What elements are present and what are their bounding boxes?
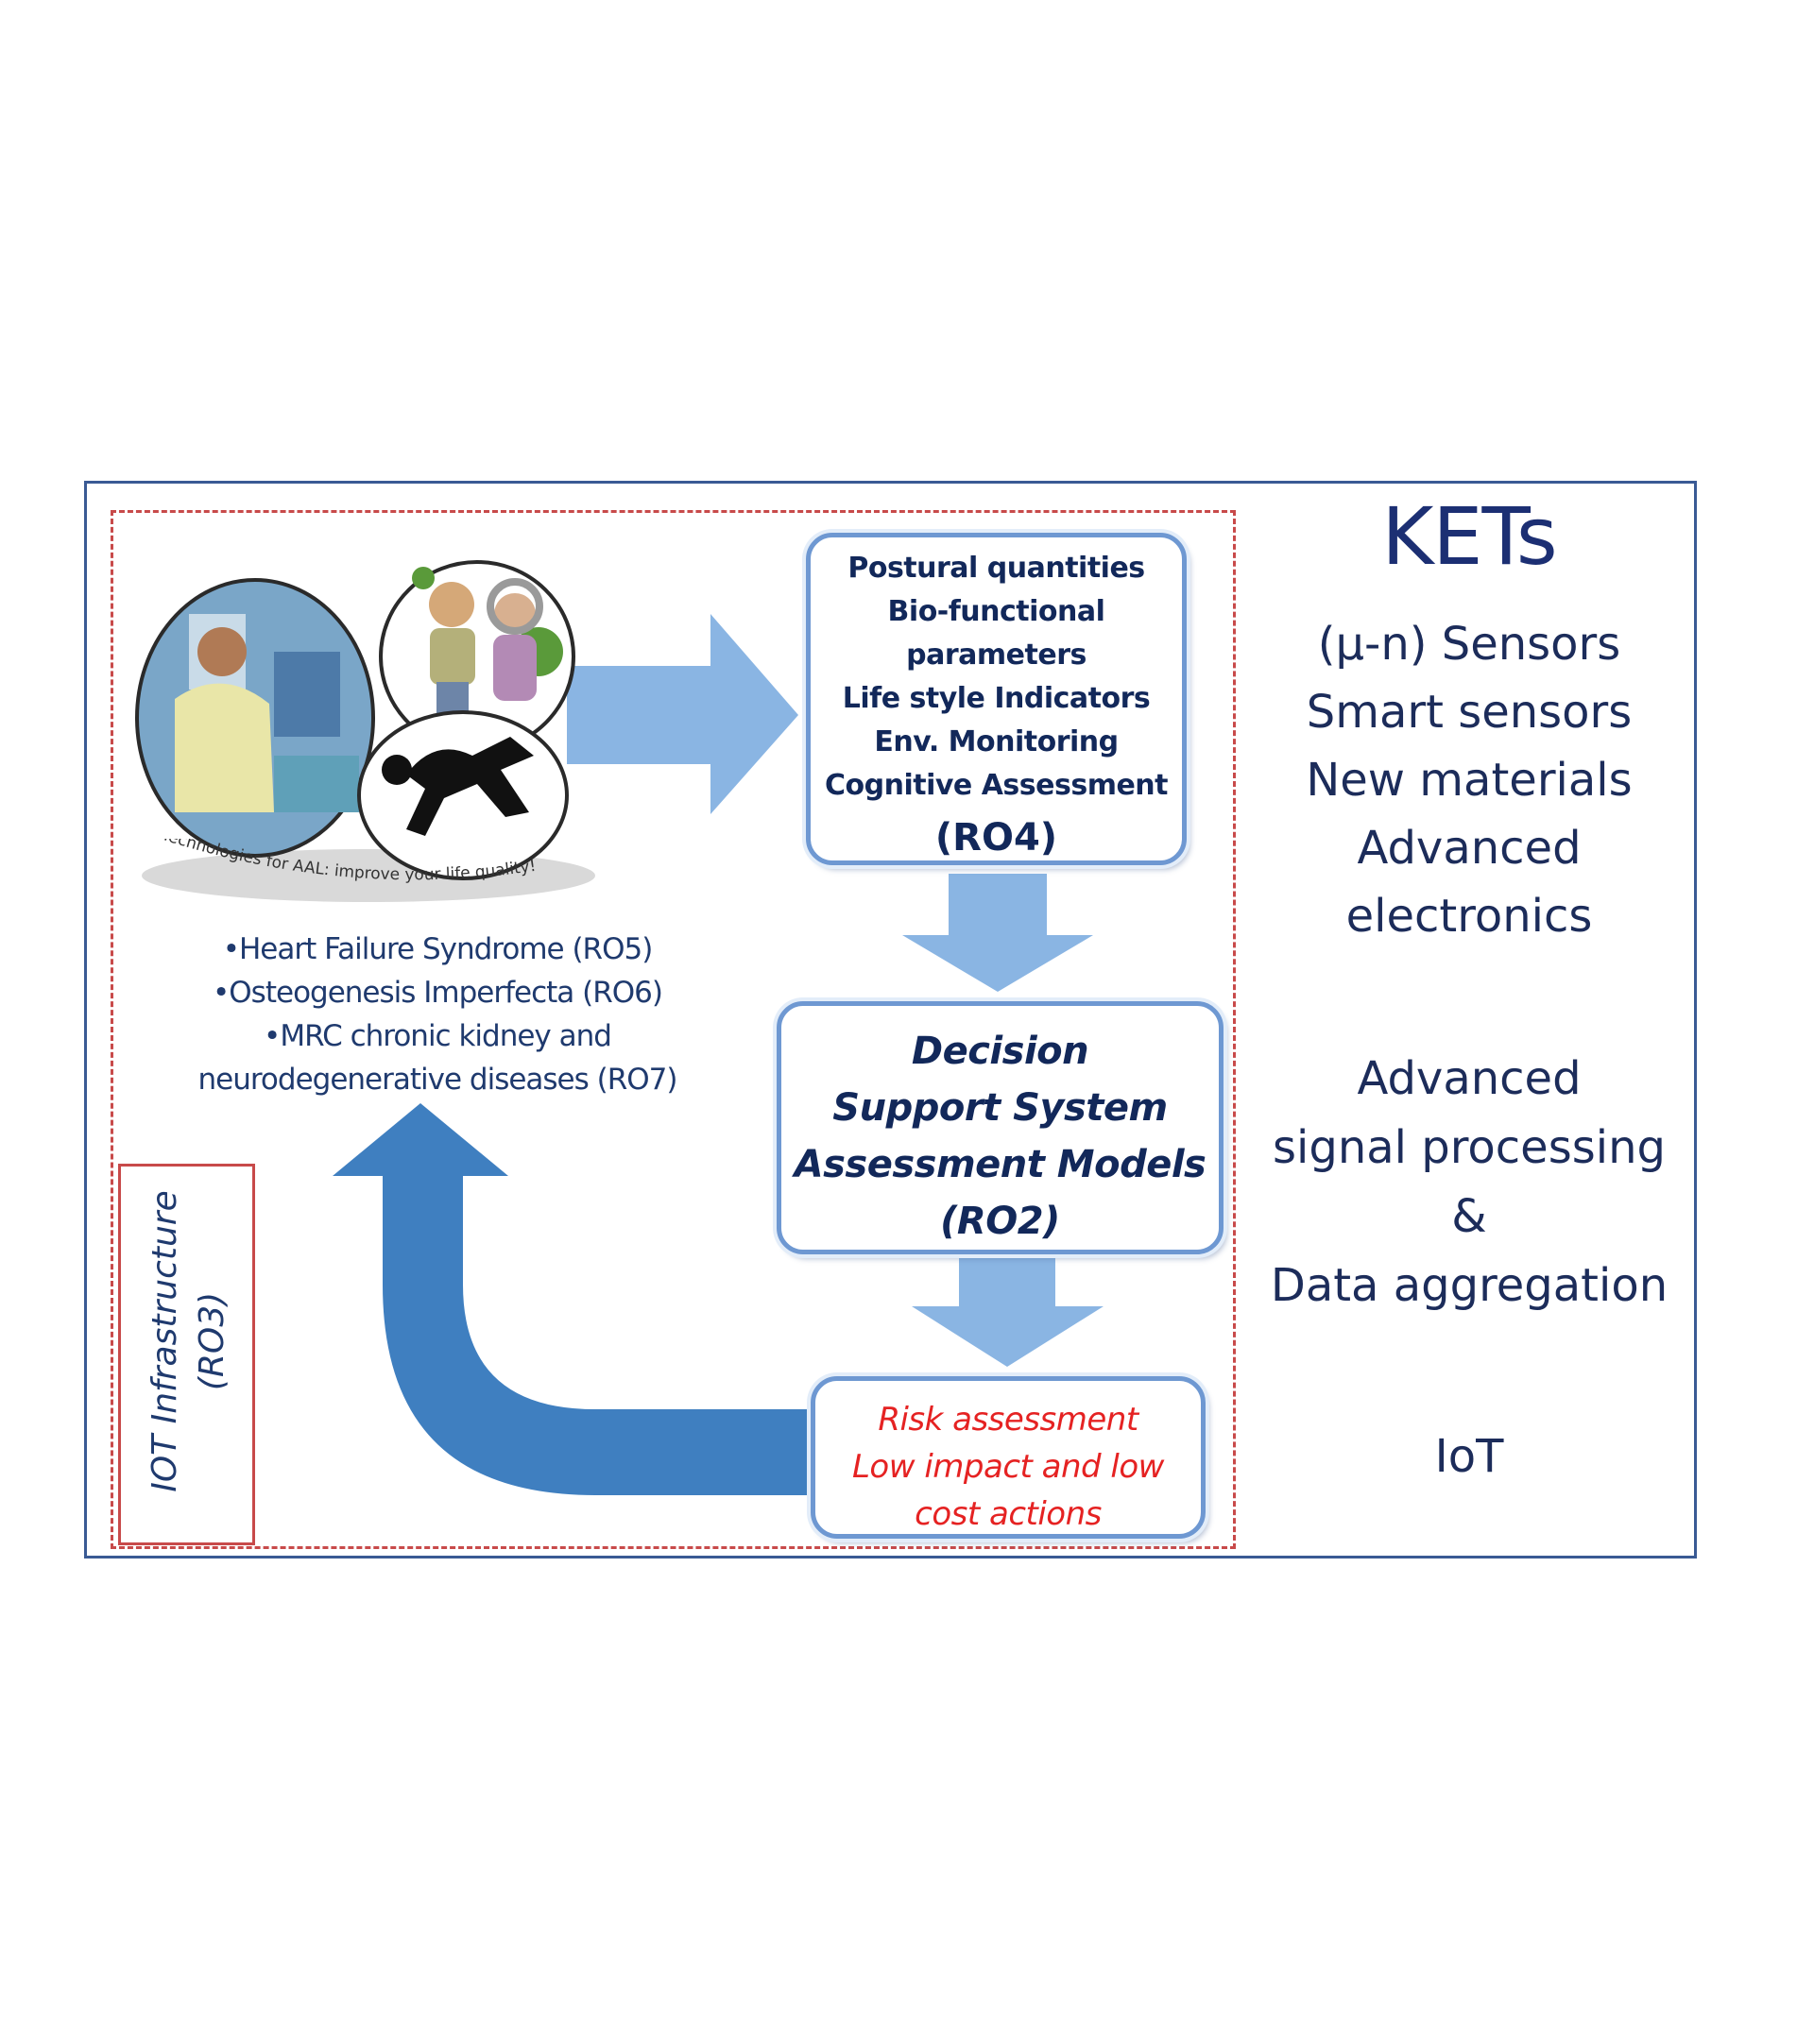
conditions-list: •Heart Failure Syndrome (RO5) •Osteogene…: [159, 928, 716, 1101]
outer-frame: [84, 481, 1697, 1559]
signal-line: signal processing: [1273, 1121, 1666, 1174]
signal-line: &: [1451, 1190, 1487, 1243]
ro4-measurements-box: Postural quantities Bio-functional param…: [806, 533, 1187, 865]
risk-line: Risk assessment: [878, 1401, 1138, 1439]
ro4-line: Postural quantities: [847, 552, 1145, 585]
iot-label: IoT: [1434, 1430, 1504, 1483]
signal-processing-label: Advanced signal processing & Data aggreg…: [1247, 1045, 1691, 1320]
dashed-system-boundary: [111, 510, 1236, 1549]
kets-item: Advanced: [1357, 822, 1582, 875]
ro2-line: Assessment Models: [794, 1143, 1206, 1186]
ro4-line: Cognitive Assessment: [824, 769, 1169, 802]
feedback-arrow: [333, 1103, 811, 1495]
ro4-code: (RO4): [934, 816, 1058, 860]
kets-item: electronics: [1345, 890, 1593, 943]
ro4-line: parameters: [906, 639, 1087, 672]
risk-line: cost actions: [915, 1495, 1102, 1533]
risk-line: Low impact and low: [851, 1448, 1165, 1486]
risk-assessment-box: Risk assessment Low impact and low cost …: [811, 1376, 1206, 1539]
signal-line: Advanced: [1357, 1052, 1582, 1105]
signal-line: Data aggregation: [1270, 1259, 1669, 1312]
arrow-ro2-to-risk: [912, 1253, 1104, 1367]
kets-list: (µ-n) Sensors Smart sensors New material…: [1247, 610, 1691, 950]
photo-caption-text: Technologies for AAL: improve your life …: [161, 839, 538, 884]
condition-item: •MRC chronic kidney and: [264, 1019, 612, 1053]
ro2-line: Decision: [911, 1030, 1089, 1073]
photo-caption: Technologies for AAL: improve your life …: [161, 839, 538, 884]
photo-collage: [135, 560, 595, 902]
ro2-decision-support-box: Decision Support System Assessment Model…: [777, 1001, 1224, 1254]
svg-text:Technologies for AAL: improve: Technologies for AAL: improve your life …: [161, 839, 538, 884]
ro4-line: Bio-functional: [887, 595, 1105, 628]
kets-item: (µ-n) Sensors: [1317, 618, 1621, 671]
kets-item: Smart sensors: [1306, 686, 1633, 739]
kets-item: New materials: [1306, 754, 1633, 807]
iot-infrastructure-line: IOT Infrastructure: [145, 1190, 184, 1492]
condition-item: •Osteogenesis Imperfecta (RO6): [213, 976, 663, 1010]
condition-item: neurodegenerative diseases (RO7): [197, 1063, 678, 1097]
condition-item: •Heart Failure Syndrome (RO5): [222, 932, 654, 966]
iot-infrastructure-box: [118, 1164, 255, 1545]
ro2-line: (RO2): [940, 1200, 1060, 1243]
kets-title: KETs: [1381, 490, 1557, 583]
iot-infrastructure-code: (RO3): [193, 1291, 231, 1391]
arrow-to-ro4: [567, 614, 798, 814]
ro2-line: Support System: [832, 1086, 1168, 1130]
iot-infrastructure-label: IOT Infrastructure (RO3): [142, 1143, 236, 1540]
ro4-line: Env. Monitoring: [874, 725, 1119, 758]
ro4-line: Life style Indicators: [842, 682, 1151, 715]
arrow-ro4-to-ro2: [902, 874, 1093, 992]
